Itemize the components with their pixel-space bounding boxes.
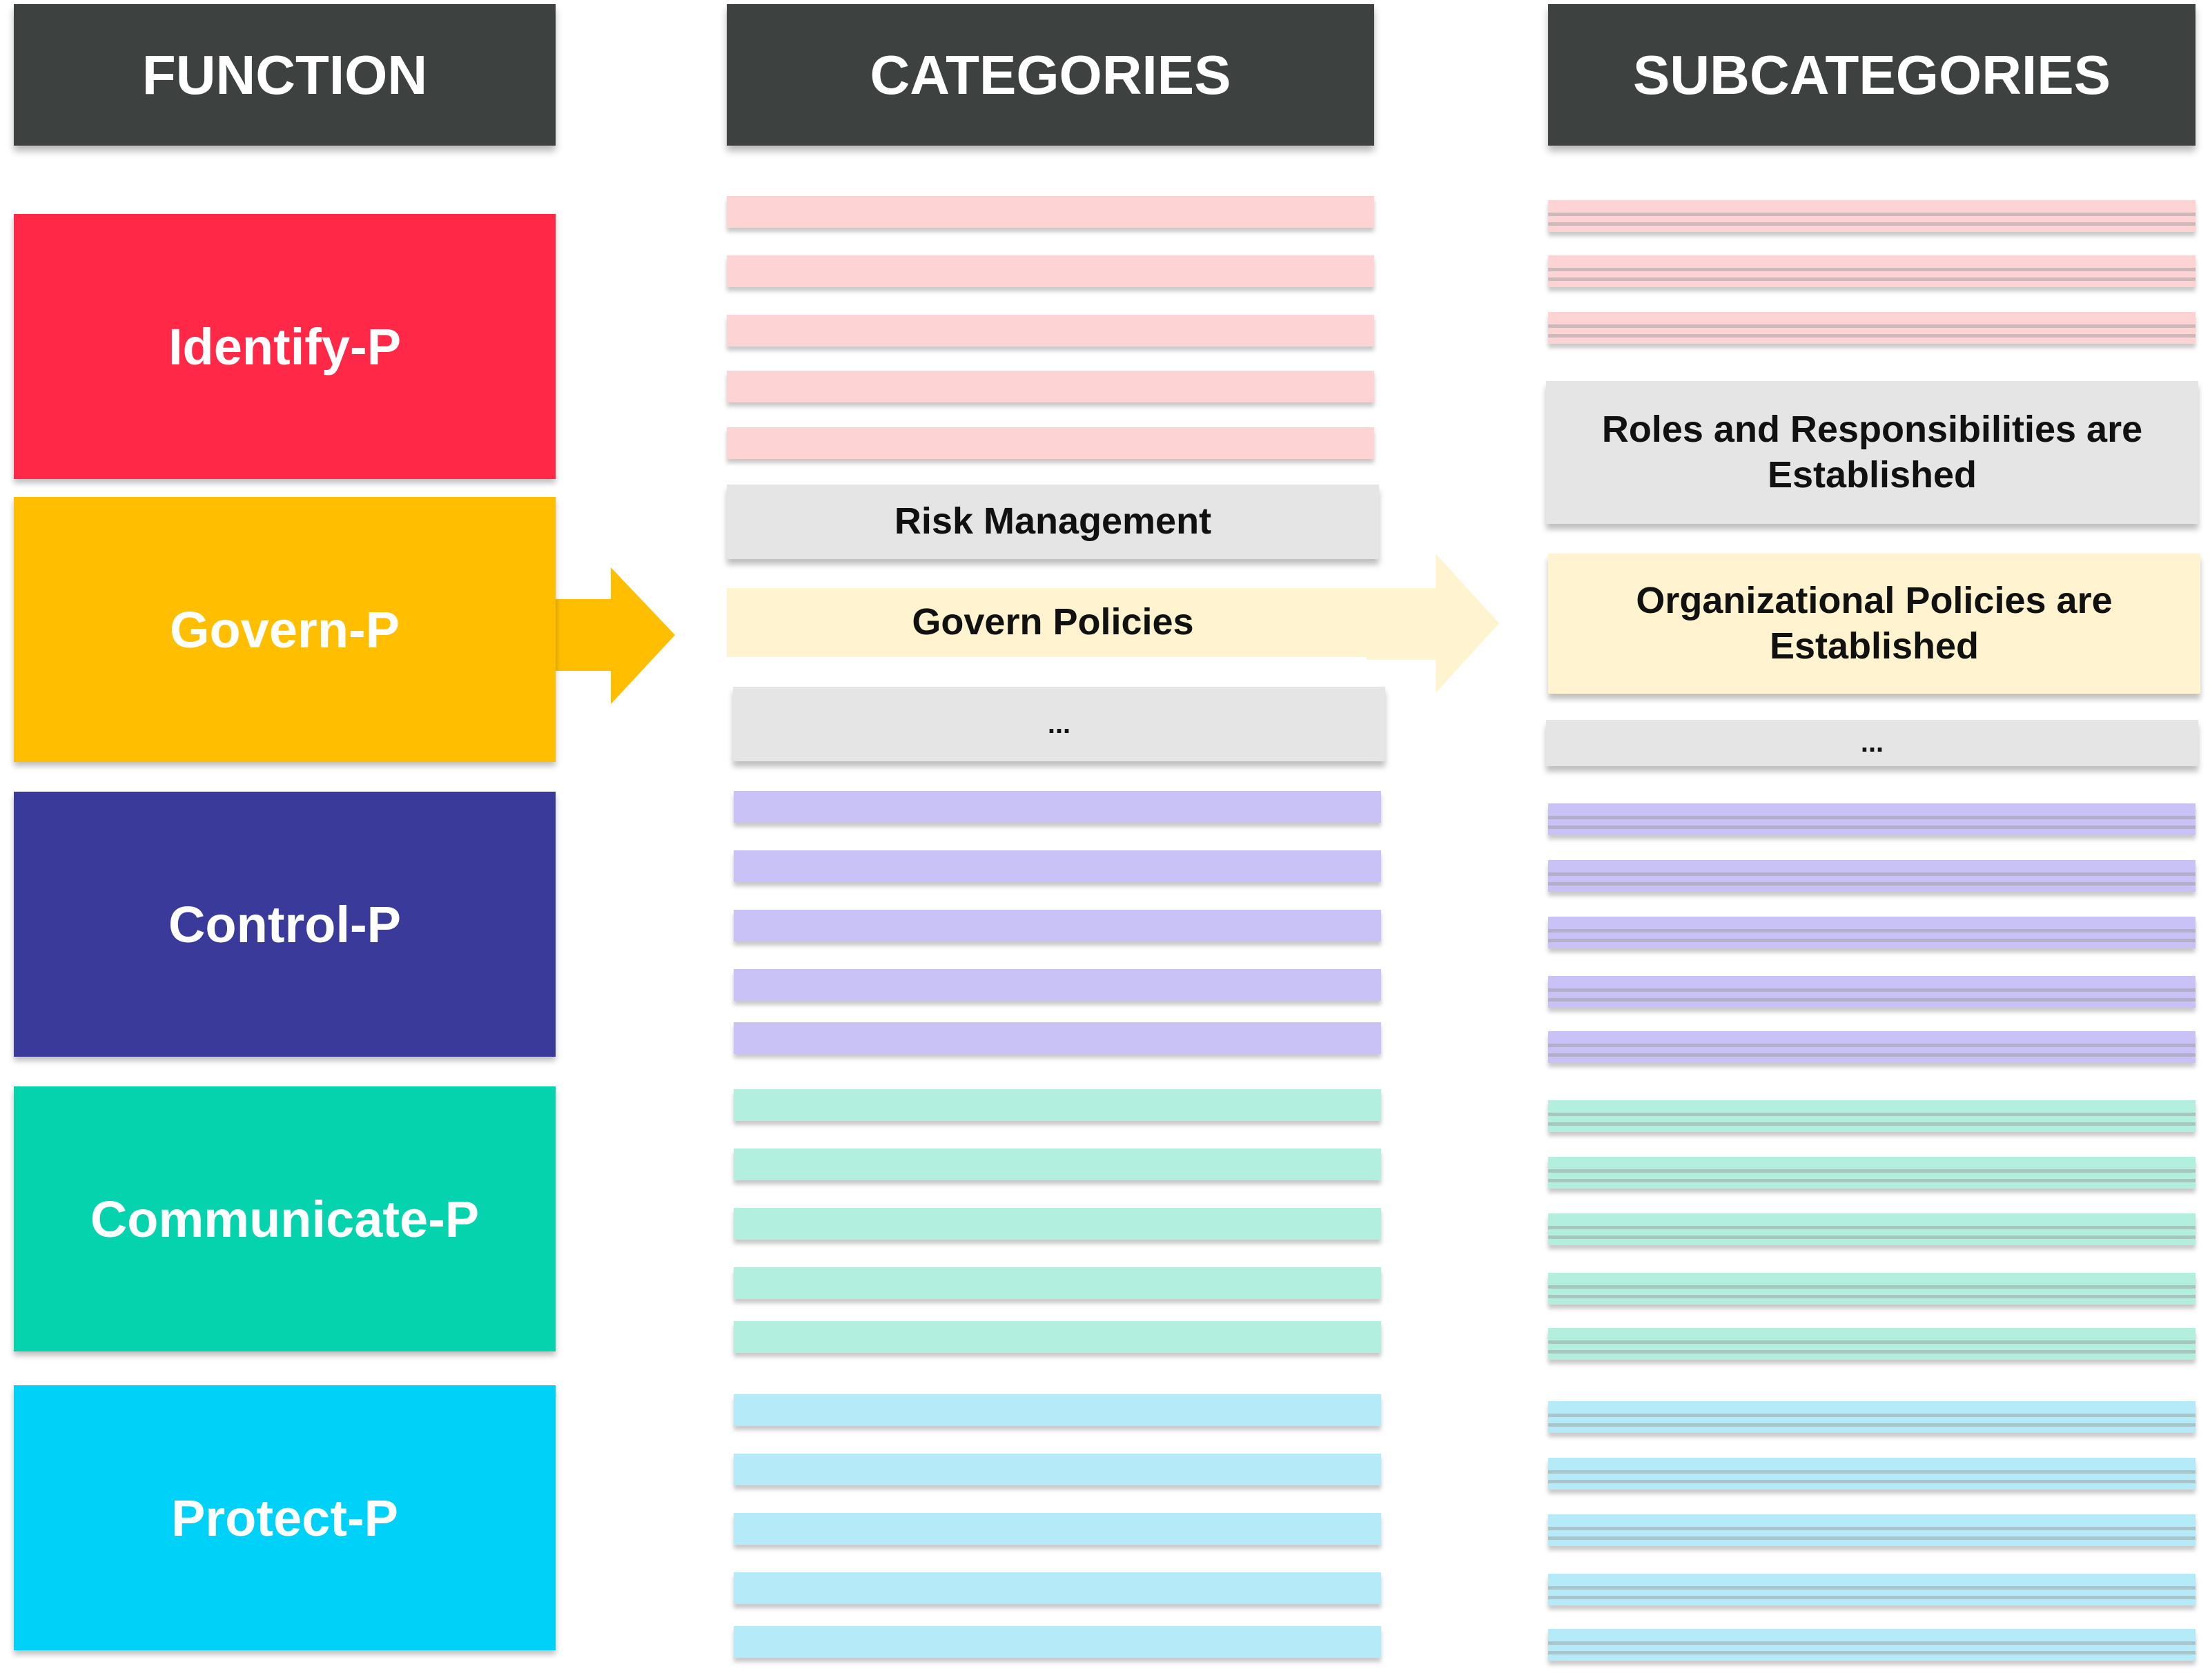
subcategory-strip-protect bbox=[1548, 1574, 2196, 1605]
subcategory-strip-protect bbox=[1548, 1514, 2196, 1546]
subcategory-strip-control bbox=[1548, 803, 2196, 835]
function-identify[interactable]: Identify-P bbox=[14, 214, 556, 479]
category-strip-control bbox=[734, 850, 1381, 882]
subcategory-more-label: ... bbox=[1860, 727, 1884, 759]
category-strip-control bbox=[734, 910, 1381, 941]
subcategory-more[interactable]: ... bbox=[1546, 720, 2198, 766]
category-strip-protect bbox=[734, 1454, 1381, 1485]
category-strip-protect bbox=[734, 1513, 1381, 1545]
function-communicate-label: Communicate-P bbox=[90, 1190, 480, 1248]
category-strip-communicate bbox=[734, 1149, 1381, 1180]
function-header: FUNCTION bbox=[14, 4, 556, 146]
categories-header: CATEGORIES bbox=[727, 4, 1374, 146]
function-control[interactable]: Control-P bbox=[14, 792, 556, 1057]
function-protect[interactable]: Protect-P bbox=[14, 1385, 556, 1650]
subcategory-strip-communicate bbox=[1548, 1100, 2196, 1132]
category-risk-management-label: Risk Management bbox=[894, 500, 1212, 543]
subcategory-roles-line2: Established bbox=[1767, 453, 1977, 496]
subcategory-strip-communicate bbox=[1548, 1213, 2196, 1245]
category-strip-identify bbox=[727, 371, 1374, 402]
category-govern-policies-label: Govern Policies bbox=[912, 601, 1194, 643]
function-header-label: FUNCTION bbox=[141, 43, 428, 106]
subcategory-strip-control bbox=[1548, 917, 2196, 948]
subcategory-strip-protect bbox=[1548, 1458, 2196, 1489]
subcategory-strip-communicate bbox=[1548, 1273, 2196, 1305]
subcategory-roles-line1: Roles and Responsibilities are bbox=[1601, 408, 2143, 450]
category-govern-policies[interactable]: Govern Policies bbox=[727, 588, 1379, 657]
category-strip-control bbox=[734, 1022, 1381, 1054]
category-strip-communicate bbox=[734, 1089, 1381, 1121]
function-govern[interactable]: Govern-P bbox=[14, 497, 556, 762]
subcategory-policies-line1: Organizational Policies are bbox=[1636, 579, 2113, 621]
category-strip-identify bbox=[727, 315, 1374, 346]
category-strip-control bbox=[734, 791, 1381, 823]
category-strip-protect bbox=[734, 1394, 1381, 1426]
category-strip-identify bbox=[727, 427, 1374, 459]
category-strip-communicate bbox=[734, 1321, 1381, 1353]
categories-header-label: CATEGORIES bbox=[870, 43, 1231, 106]
function-govern-label: Govern-P bbox=[169, 600, 400, 658]
category-strip-identify bbox=[727, 255, 1374, 287]
category-strip-protect bbox=[734, 1626, 1381, 1658]
category-strip-identify bbox=[727, 196, 1374, 228]
category-strip-communicate bbox=[734, 1267, 1381, 1299]
category-more[interactable]: ... bbox=[733, 687, 1385, 761]
subcategory-strip-protect bbox=[1548, 1401, 2196, 1433]
category-strip-protect bbox=[734, 1572, 1381, 1604]
category-more-label: ... bbox=[1047, 708, 1071, 739]
subcategory-strip-protect bbox=[1548, 1629, 2196, 1661]
function-protect-label: Protect-P bbox=[171, 1489, 398, 1547]
subcategory-strip-identify bbox=[1548, 312, 2196, 344]
subcategory-organizational-policies[interactable]: Organizational Policies are Established bbox=[1548, 554, 2200, 694]
subcategory-policies-line2: Established bbox=[1769, 625, 1979, 667]
subcategory-strip-identify bbox=[1548, 255, 2196, 287]
category-strip-control bbox=[734, 969, 1381, 1001]
subcategory-strip-communicate bbox=[1548, 1328, 2196, 1360]
subcategory-strip-control bbox=[1548, 976, 2196, 1008]
function-identify-label: Identify-P bbox=[168, 318, 402, 375]
subcategories-header: SUBCATEGORIES bbox=[1548, 4, 2196, 146]
subcategory-strip-control bbox=[1548, 1031, 2196, 1063]
subcategory-roles-responsibilities[interactable]: Roles and Responsibilities are Establish… bbox=[1546, 381, 2198, 524]
subcategory-strip-control bbox=[1548, 860, 2196, 892]
subcategory-strip-identify bbox=[1548, 200, 2196, 232]
function-communicate[interactable]: Communicate-P bbox=[14, 1086, 556, 1351]
category-risk-management[interactable]: Risk Management bbox=[727, 485, 1379, 559]
subcategories-header-label: SUBCATEGORIES bbox=[1633, 43, 2111, 106]
category-strip-communicate bbox=[734, 1208, 1381, 1240]
subcategory-strip-communicate bbox=[1548, 1157, 2196, 1189]
function-control-label: Control-P bbox=[168, 895, 402, 953]
